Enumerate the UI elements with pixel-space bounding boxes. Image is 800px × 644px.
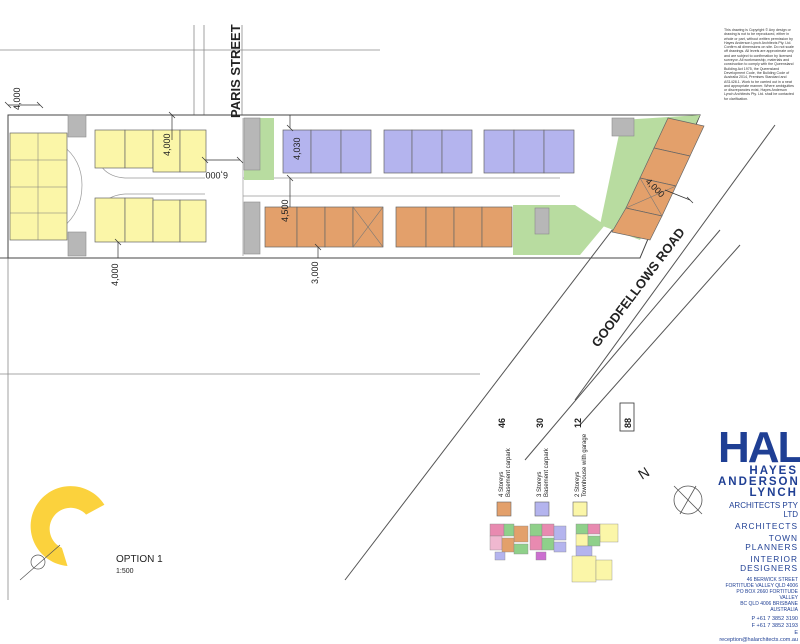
firm-phone: P +61 7 3852 3190: [751, 616, 798, 622]
unit-block: [324, 206, 354, 248]
townhouse: [9, 132, 68, 241]
legend-desc-orange-2: Basement carpark: [506, 447, 512, 497]
unit-block: [383, 129, 413, 174]
legend-plan-yellow: [571, 523, 619, 583]
townhouse: [152, 199, 181, 243]
corner-unit: [611, 207, 663, 241]
townhouses: [9, 129, 207, 243]
corner-stair-cross: [625, 177, 677, 217]
dimension-label: 4,000: [12, 87, 22, 110]
paris-street-label: PARIS STREET: [228, 24, 243, 118]
firm-branding: HAL HAYES ANDERSON LYNCH ARCHITECTS PTY …: [718, 423, 800, 644]
firm-logo-mark: HAL: [718, 423, 800, 472]
unit-block: [411, 129, 443, 174]
garage-c: [243, 117, 261, 171]
firm-subtitle: ARCHITECTS PTY LTD: [729, 501, 798, 519]
unit-block: [282, 129, 312, 174]
firm-service: INTERIOR DESIGNERS: [740, 554, 798, 573]
unit-block: [441, 129, 473, 174]
legend-total-yellow: 12: [573, 418, 583, 428]
legend-total-purple: 30: [535, 418, 545, 428]
firm-address-line: 46 BERWICK STREET: [746, 577, 798, 583]
unit-block: [395, 206, 427, 248]
firm-service: TOWN PLANNERS: [745, 533, 798, 552]
dimension-label: 3,000: [310, 261, 320, 284]
townhouse: [94, 129, 126, 169]
drawing-notes: This drawing is Copyright © Any design o…: [724, 28, 794, 101]
legend-desc-yellow-2: Townhouse with garage: [582, 433, 588, 497]
stair-cross: [352, 206, 384, 248]
firm-name-line: HAYES: [749, 465, 798, 477]
townhouse: [179, 129, 207, 173]
garage-d: [243, 201, 261, 255]
unit-block: [310, 129, 342, 174]
firm-service: ARCHITECTS: [734, 521, 798, 531]
legend-swatch-purple: [534, 501, 550, 517]
unit-block: [425, 206, 455, 248]
logo-corner-lines: [19, 544, 61, 581]
legend-desc-purple-2: Basement carpark: [544, 447, 550, 497]
firm-name-line: ANDERSON: [718, 476, 800, 488]
firm-address-line: FORTITUDE VALLEY QLD 4006: [725, 583, 798, 589]
three-storey-blocks: [282, 129, 575, 174]
townhouse: [179, 199, 207, 243]
unit-block: [264, 206, 298, 248]
garage-f: [611, 117, 635, 137]
dimension-label: 4,000: [162, 133, 172, 156]
legend-desc-orange-1: 4 Storeys: [499, 472, 505, 497]
dimension-label: 4,000: [110, 263, 120, 286]
garage-a: [67, 114, 87, 138]
firm-address-line: PO BOX 2660 FORTITUDE VALLEY: [736, 589, 798, 601]
option-title: OPTION 1: [116, 554, 163, 565]
north-label: N: [635, 464, 652, 483]
dimension-ticks: [4, 101, 694, 258]
four-storey-blocks: [264, 206, 513, 248]
legend-total-box: [619, 402, 635, 432]
firm-address: 46 BERWICK STREET FORTITUDE VALLEY QLD 4…: [718, 577, 798, 613]
townhouse: [124, 129, 154, 169]
dimension-label: 4,500: [280, 199, 290, 222]
legend-swatch-yellow: [572, 501, 588, 517]
firm-name-line: LYNCH: [749, 487, 798, 499]
north-arrow-icon: [673, 485, 703, 515]
unit-block: [513, 129, 545, 174]
firm-email-link[interactable]: E reception@halarchitects.com.au: [719, 630, 798, 643]
dimension-label: 6,000: [205, 170, 228, 180]
townhouse: [124, 197, 154, 243]
unit-block: [543, 129, 575, 174]
c-logo-icon: [30, 486, 105, 566]
firm-fax: F +61 7 3852 3193: [751, 623, 798, 629]
garage-e: [534, 207, 550, 235]
legend-total-orange: 46: [497, 418, 507, 428]
unit-block: [296, 206, 326, 248]
unit-block: [340, 129, 372, 174]
legend-total-all: 88: [623, 418, 633, 428]
firm-address-line: BC QLD 4006 BRISBANE AUSTRALIA: [740, 601, 798, 613]
firm-contact: P +61 7 3852 3190 F +61 7 3852 3193 E re…: [718, 616, 798, 644]
garages: [67, 114, 635, 257]
option-scale: 1:500: [116, 568, 134, 575]
dimension-label: 4,030: [292, 137, 302, 160]
legend-plan-orange: [489, 523, 529, 561]
legend-desc-purple-1: 3 Storeys: [537, 472, 543, 497]
garage-b: [67, 231, 87, 257]
legend-plan-purple: [529, 523, 567, 561]
legend-swatch-orange: [496, 501, 512, 517]
site-plan: PARIS STREET GOODFELLOWS ROAD 4,000 4,00…: [0, 24, 776, 600]
unit-block: [483, 129, 515, 174]
legend-desc-yellow-1: 2 Storeys: [575, 472, 581, 497]
unit-block: [481, 206, 513, 248]
townhouse-walls: [10, 133, 67, 240]
unit-block: [453, 206, 483, 248]
townhouse: [94, 197, 126, 243]
